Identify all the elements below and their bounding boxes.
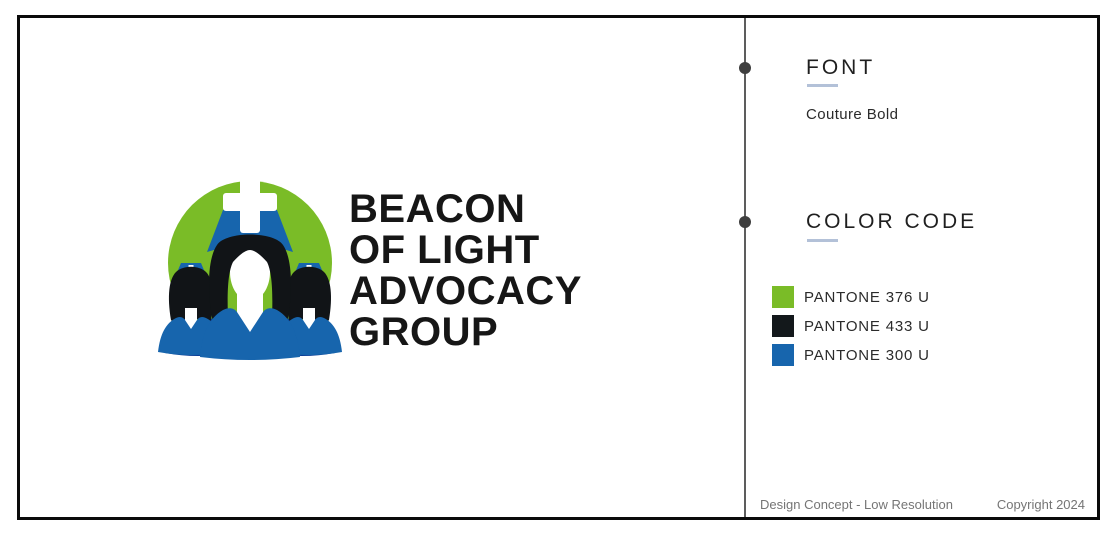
- wordmark-line: OF LIGHT: [349, 228, 540, 272]
- swatch-label: PANTONE 376 U: [804, 288, 930, 306]
- swatch-label: PANTONE 300 U: [804, 346, 930, 364]
- copyright-note: Copyright 2024: [996, 497, 1085, 512]
- logo-wordmark: BEACON OF LIGHT ADVOCACY GROUP: [349, 189, 582, 353]
- cross-icon: [223, 177, 277, 233]
- design-concept-note: Design Concept - Low Resolution: [760, 497, 953, 512]
- pantone-swatch-list: PANTONE 376 U PANTONE 433 U PANTONE 300 …: [772, 286, 930, 373]
- divider-dot-font: [739, 62, 751, 74]
- swatch-row-green: PANTONE 376 U: [772, 286, 930, 308]
- font-name-value: Couture Bold: [806, 106, 899, 123]
- black-color-swatch: [772, 315, 794, 337]
- center-nurse-hair: [209, 234, 291, 324]
- green-color-swatch: [772, 286, 794, 308]
- swatch-row-black: PANTONE 433 U: [772, 315, 930, 337]
- divider-dot-color: [739, 216, 751, 228]
- font-section-heading: FONT: [806, 56, 876, 79]
- font-heading-underline: [807, 84, 838, 87]
- wordmark-line: BEACON: [349, 187, 526, 231]
- panel-divider: [744, 18, 746, 517]
- color-heading-underline: [807, 239, 838, 242]
- wordmark-line: GROUP: [349, 310, 499, 354]
- swatch-label: PANTONE 433 U: [804, 317, 930, 335]
- logo-mark: [158, 177, 342, 360]
- wordmark-line: ADVOCACY: [349, 269, 582, 313]
- center-nurse-figure: [200, 234, 300, 360]
- swatch-row-blue: PANTONE 300 U: [772, 344, 930, 366]
- blue-color-swatch: [772, 344, 794, 366]
- center-nurse-body: [200, 308, 300, 360]
- color-section-heading: COLOR CODE: [806, 210, 978, 233]
